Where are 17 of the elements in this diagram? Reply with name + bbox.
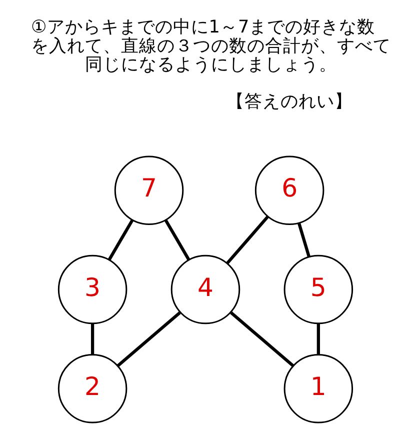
node-circle: 5 bbox=[283, 254, 353, 324]
connector bbox=[297, 222, 310, 258]
diagram-title: ①アからキまでの中に1～7までの好きな数を入れて、直線の３つの数の合計が、すべて同じになるようにしましょう。 bbox=[30, 18, 391, 76]
node-circle: 3 bbox=[57, 254, 127, 324]
connector bbox=[316, 324, 320, 355]
node-circle: 6 bbox=[254, 156, 324, 226]
connector bbox=[107, 219, 134, 260]
node-circle: 1 bbox=[283, 354, 353, 424]
node-circle: 7 bbox=[114, 156, 184, 226]
connector bbox=[226, 216, 269, 264]
node-circle: 4 bbox=[170, 254, 240, 324]
connector bbox=[116, 312, 180, 368]
connector bbox=[90, 324, 94, 355]
connector bbox=[164, 219, 190, 260]
label: 【答えのれい】 bbox=[226, 92, 352, 112]
connector bbox=[230, 312, 294, 368]
node-circle: 2 bbox=[57, 354, 127, 424]
